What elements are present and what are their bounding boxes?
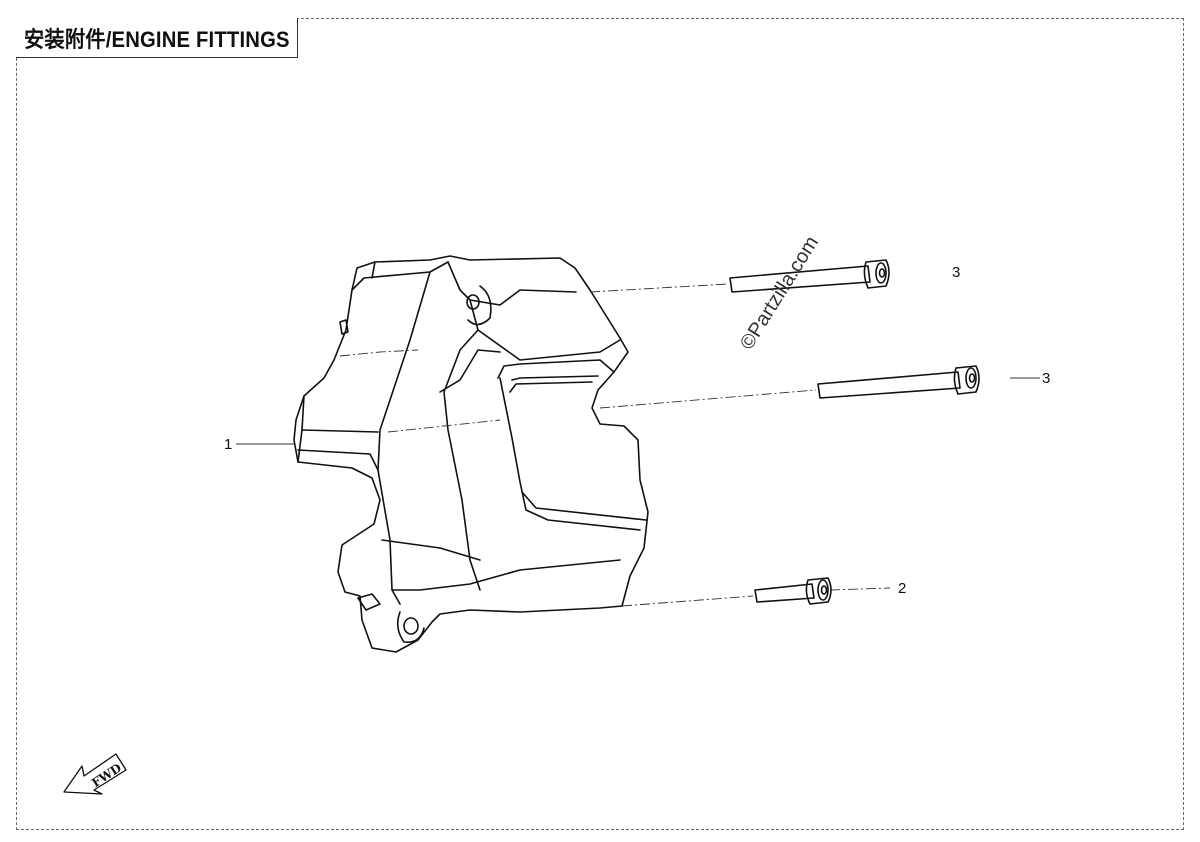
bolt-3-lower (817, 365, 980, 399)
engine-cover-part (293, 255, 649, 653)
callout-3-upper: 3 (952, 264, 961, 281)
callout-1: 1 (224, 436, 233, 453)
leader-line-2 (829, 587, 891, 591)
arrow-icon: FWD (63, 753, 127, 795)
hidden-line-b (387, 419, 501, 433)
page-title: 安装附件/ENGINE FITTINGS (24, 27, 290, 52)
center-line-upper-bolt (589, 283, 729, 293)
title-box (16, 18, 298, 58)
fwd-arrow: FWD (62, 748, 132, 805)
callout-2: 2 (898, 580, 907, 597)
bolt-3-upper (729, 259, 890, 293)
bolt-2 (754, 577, 832, 605)
center-line-lower-bolt (599, 389, 817, 409)
center-line-short-bolt (621, 595, 754, 607)
drawing-frame (16, 18, 1184, 830)
callout-3-lower: 3 (1042, 370, 1051, 387)
hidden-line-a (339, 349, 419, 357)
